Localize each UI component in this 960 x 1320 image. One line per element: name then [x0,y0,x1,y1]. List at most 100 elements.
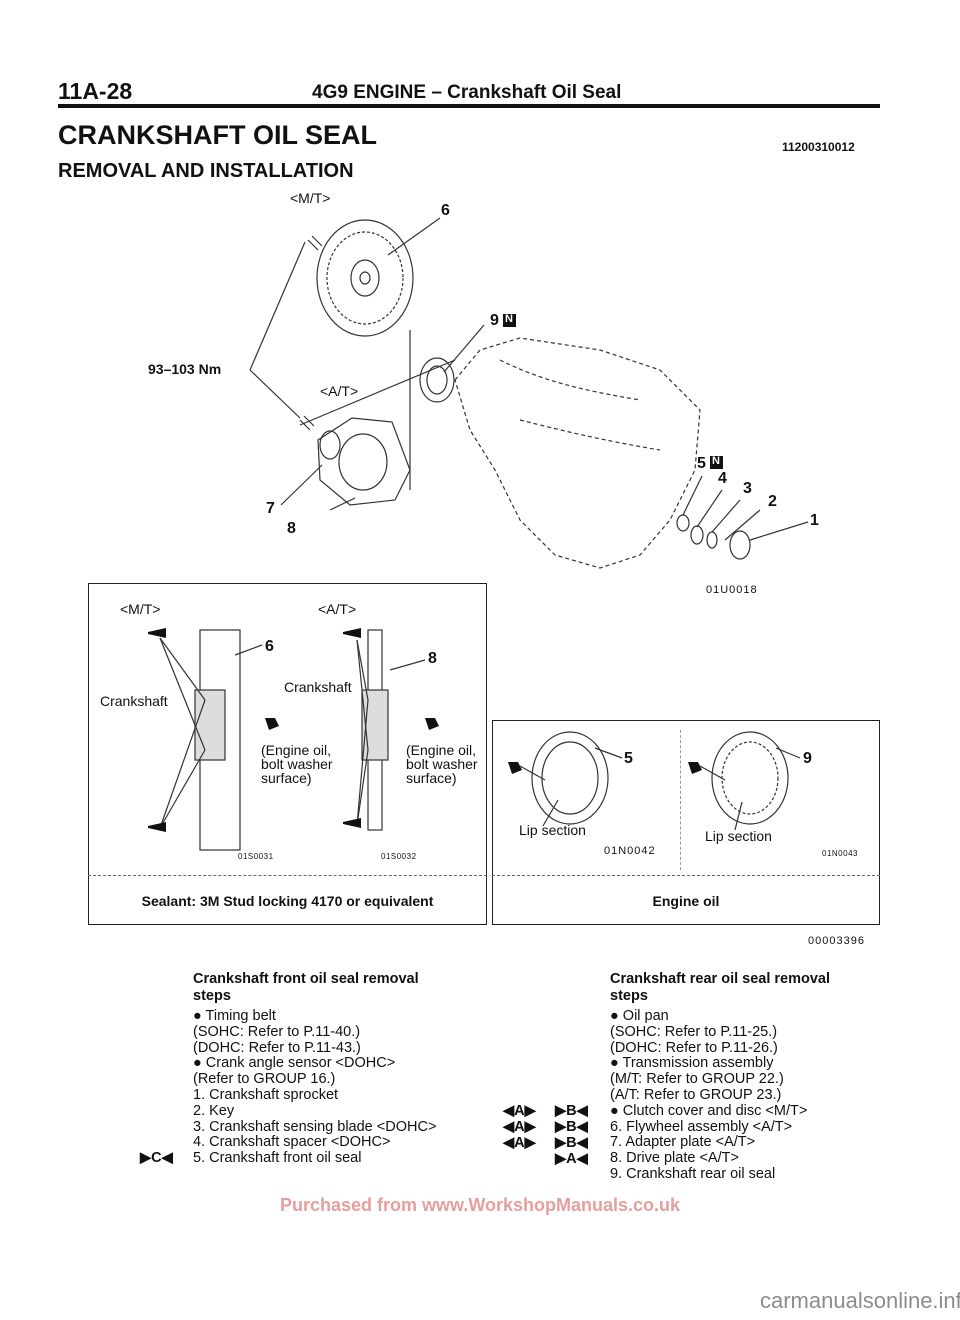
mt-label: <M/T> [290,190,331,206]
list-item: ● Crank angle sensor <DOHC> [193,1055,396,1072]
service-mark-c: ▶C◀ [140,1150,173,1166]
service-mark-a-8: ◀A▶ [503,1135,536,1151]
header-rule [58,104,880,108]
list-item: 7. Adapter plate <A/T> [610,1134,756,1151]
list-item: (Refer to GROUP 16.) [193,1071,336,1088]
drive-plate-icon [317,417,411,506]
list-item: (SOHC: Refer to P.11-40.) [193,1023,361,1040]
front-steps-heading: Crankshaft front oil seal removal steps [193,971,419,1005]
oil-note-at-line2: bolt washer [406,756,478,772]
list-item: (M/T: Refer to GROUP 22.) [610,1071,784,1088]
list-item: ● Transmission assembly [610,1055,774,1072]
callout-1: 1 [810,512,819,529]
list-item: (SOHC: Refer to P.11-25.) [610,1023,778,1040]
oil-panel-divider [492,875,880,876]
list-item: ● Timing belt [193,1008,276,1024]
oil-panel-splitter [680,730,681,870]
callout-6: 6 [441,202,450,219]
lip-section-left: Lip section [519,822,586,838]
engine-block-icon [454,337,701,569]
list-item: 8. Drive plate <A/T> [610,1150,739,1167]
purchase-note: Purchased from www.WorkshopManuals.co.uk [279,1195,681,1215]
list-item: 5. Crankshaft front oil seal [193,1150,362,1167]
sealant-panel [88,583,487,925]
section-title: CRANKSHAFT OIL SEAL [58,120,378,150]
figure-code-01N0043: 01N0043 [822,849,858,858]
at-label: <A/T> [320,383,359,399]
oil-note-mt: (Engine oil, bolt washer surface) [261,743,333,785]
callout-7: 7 [266,500,275,517]
callout-5: 5 [697,455,706,472]
front-seal-detail-icon [531,731,609,825]
front-steps-list: ● Timing belt (SOHC: Refer to P.11-40.) … [193,1008,437,1167]
list-item: (DOHC: Refer to P.11-26.) [610,1039,778,1056]
rear-steps-heading-line2: steps [610,988,648,1004]
sealant-nozzle-icon [148,628,166,638]
list-item: 4. Crankshaft spacer <DOHC> [193,1134,391,1151]
list-item: 3. Crankshaft sensing blade <DOHC> [193,1118,437,1135]
page-number: 11A-28 [58,78,133,104]
document-number: 11200310012 [782,140,855,154]
oil-note-mt-line1: (Engine oil, [261,742,332,758]
service-mark-a-7: ◀A▶ [503,1119,536,1135]
sealant-callout-8: 8 [428,650,437,667]
figure-code-bottom: 00003396 [808,935,865,947]
callout-2: 2 [768,493,777,510]
callout-3: 3 [743,480,752,497]
figure-code-01N0042: 01N0042 [604,845,656,857]
list-item: 9. Crankshaft rear oil seal [610,1165,776,1182]
rear-steps-heading-line1: Crankshaft rear oil seal removal [610,971,831,987]
sealant-caption: Sealant: 3M Stud locking 4170 or equival… [141,893,434,909]
front-oil-seal-icon [676,514,690,532]
section-subtitle: REMOVAL AND INSTALLATION [58,160,354,182]
oil-note-at: (Engine oil, bolt washer surface) [406,743,478,785]
oil-note-mt-line3: surface) [261,770,312,786]
new-part-icon [503,314,516,327]
front-steps-heading-line1: Crankshaft front oil seal removal [193,971,419,987]
service-mark-a-9: ▶A◀ [555,1151,588,1167]
figure-code-top: 01U0018 [706,584,758,596]
rear-oil-seal-icon [419,357,455,403]
sealant-at-label: <A/T> [318,601,357,617]
list-item: 6. Flywheel assembly <A/T> [610,1118,793,1135]
crankshaft-sprocket-icon [729,530,751,560]
list-item: (A/T: Refer to GROUP 23.) [610,1086,782,1103]
list-item: 1. Crankshaft sprocket [193,1086,339,1103]
oil-callout-5: 5 [624,750,633,767]
rear-steps-heading: Crankshaft rear oil seal removal steps [610,971,830,1005]
flywheel-icon [316,219,414,337]
new-part-mark-5: N [712,455,720,467]
torque-value: 93–103 Nm [148,361,222,377]
rear-seal-detail-icon [711,731,789,825]
figure-code-01S0032: 01S0032 [381,852,417,861]
list-item: ● Clutch cover and disc <M/T> [610,1102,808,1119]
oil-note-mt-line2: bolt washer [261,756,333,772]
sealant-panel-divider [88,875,487,876]
engine-oil-caption: Engine oil [652,893,720,909]
list-item: ● Oil pan [610,1008,669,1024]
service-mark-b-6: ▶B◀ [555,1103,588,1119]
lip-section-right: Lip section [705,828,772,844]
service-mark-a-6: ◀A▶ [503,1103,536,1119]
callout-4: 4 [718,470,727,487]
engine-oil-panel [492,720,880,925]
callout-9: 9 [490,312,499,329]
list-item: 2. Key [193,1102,235,1119]
figure-code-01S0031: 01S0031 [238,852,274,861]
sealant-callout-6: 6 [265,638,274,655]
crankshaft-label-left: Crankshaft [100,693,168,709]
oil-note-at-line1: (Engine oil, [406,742,477,758]
crankshaft-label-right: Crankshaft [284,679,352,695]
front-steps-heading-line2: steps [193,988,231,1004]
new-part-mark-9: N [505,313,513,325]
rear-steps-list: ● Oil pan (SOHC: Refer to P.11-25.) (DOH… [610,1008,808,1183]
list-item: (DOHC: Refer to P.11-43.) [193,1039,361,1056]
service-mark-b-8: ▶B◀ [555,1135,588,1151]
site-watermark: carmanualsonline.info [760,1288,960,1313]
oil-can-icon [265,718,279,730]
sealant-mt-label: <M/T> [120,601,161,617]
page-header-title: 4G9 ENGINE – Crankshaft Oil Seal [312,82,622,103]
callout-8: 8 [287,520,296,537]
service-mark-b-7: ▶B◀ [555,1119,588,1135]
